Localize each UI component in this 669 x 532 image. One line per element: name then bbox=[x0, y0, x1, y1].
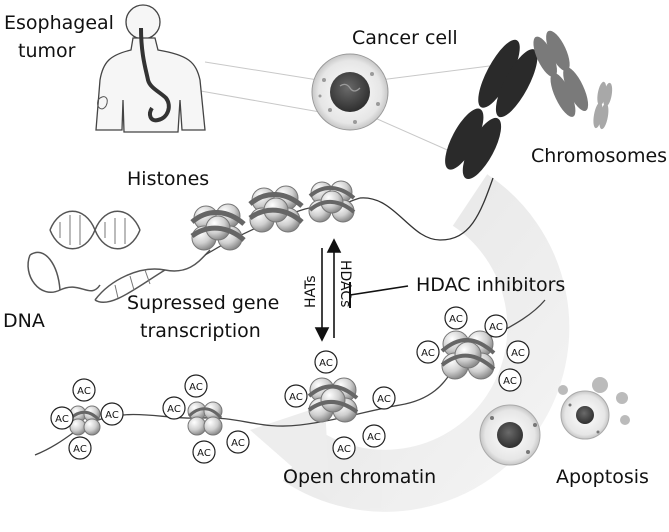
ac-tag: AC bbox=[162, 396, 186, 420]
ac-tag-text: AC bbox=[449, 314, 463, 325]
chromosomes-label: Chromosomes bbox=[531, 145, 668, 167]
ac-tag-text: AC bbox=[319, 358, 333, 369]
ac-tag-text: AC bbox=[73, 444, 87, 455]
ac-tag: AC bbox=[284, 384, 308, 408]
ac-tag: AC bbox=[372, 386, 396, 410]
dna-helix-icon bbox=[27, 210, 211, 303]
cancer-cell-label: Cancer cell bbox=[352, 27, 458, 49]
nucleosome bbox=[248, 185, 304, 233]
cancer-cell-icon bbox=[311, 53, 389, 131]
esophageal-tumor-label-line2: tumor bbox=[18, 40, 76, 62]
ac-tag-text: AC bbox=[189, 382, 203, 393]
ac-tag: AC bbox=[192, 440, 216, 464]
ac-tag-text: AC bbox=[511, 348, 525, 359]
open-chromatin-label: Open chromatin bbox=[283, 466, 437, 488]
ac-tag: AC bbox=[416, 340, 440, 364]
ac-tag-text: AC bbox=[289, 392, 303, 403]
ac-tag-text: AC bbox=[367, 432, 381, 443]
apoptosis-cells-icon bbox=[479, 377, 630, 466]
ac-tag-text: AC bbox=[197, 448, 211, 459]
ac-tag-text: AC bbox=[503, 376, 517, 387]
ac-tag-text: AC bbox=[55, 414, 69, 425]
ac-tag: AC bbox=[444, 306, 468, 330]
ac-tag: AC bbox=[314, 350, 338, 374]
ac-tag-text: AC bbox=[231, 438, 245, 449]
apoptosis-label: Apoptosis bbox=[556, 466, 649, 488]
ac-tag: AC bbox=[100, 402, 124, 426]
esophageal-tumor-label-line1: Esophageal bbox=[4, 12, 114, 34]
open-chromatin-chain bbox=[34, 299, 546, 456]
ac-tag-text: AC bbox=[377, 394, 391, 405]
ac-tag-text: AC bbox=[489, 322, 503, 333]
ac-tag-text: AC bbox=[77, 386, 91, 397]
ac-tag: AC bbox=[68, 436, 92, 460]
ac-tag: AC bbox=[332, 436, 356, 460]
ac-tag: AC bbox=[484, 314, 508, 338]
human-figure-icon bbox=[95, 4, 206, 133]
chromosomes-icon bbox=[359, 30, 613, 241]
ac-tag: AC bbox=[50, 406, 74, 430]
hdacs-label: HDACs bbox=[337, 260, 353, 307]
hdac-inhibitors-label: HDAC inhibitors bbox=[416, 274, 566, 296]
ac-tag-text: AC bbox=[337, 444, 351, 455]
ac-tag-text: AC bbox=[105, 410, 119, 421]
histones-label: Histones bbox=[127, 168, 210, 190]
histone-chain bbox=[190, 180, 361, 256]
nucleosome bbox=[190, 203, 246, 251]
ac-tag: AC bbox=[72, 378, 96, 402]
ac-tag-text: AC bbox=[167, 404, 181, 415]
ac-tag: AC bbox=[226, 430, 250, 454]
dna-label: DNA bbox=[3, 310, 45, 332]
nucleosome bbox=[308, 180, 356, 223]
acetyl-tags: AC AC AC AC AC AC AC AC AC AC AC AC AC AC AC AC AC AC bbox=[50, 306, 530, 464]
ac-tag-text: AC bbox=[421, 348, 435, 359]
suppressed-transcription-line1: Supressed gene bbox=[127, 292, 280, 314]
ac-tag: AC bbox=[362, 424, 386, 448]
ac-tag: AC bbox=[506, 340, 530, 364]
hat-hdac-arrows bbox=[314, 238, 409, 342]
ac-tag: AC bbox=[498, 368, 522, 392]
hats-label: HATs bbox=[303, 275, 319, 308]
suppressed-transcription-line2: transcription bbox=[140, 320, 261, 342]
ac-tag: AC bbox=[184, 374, 208, 398]
